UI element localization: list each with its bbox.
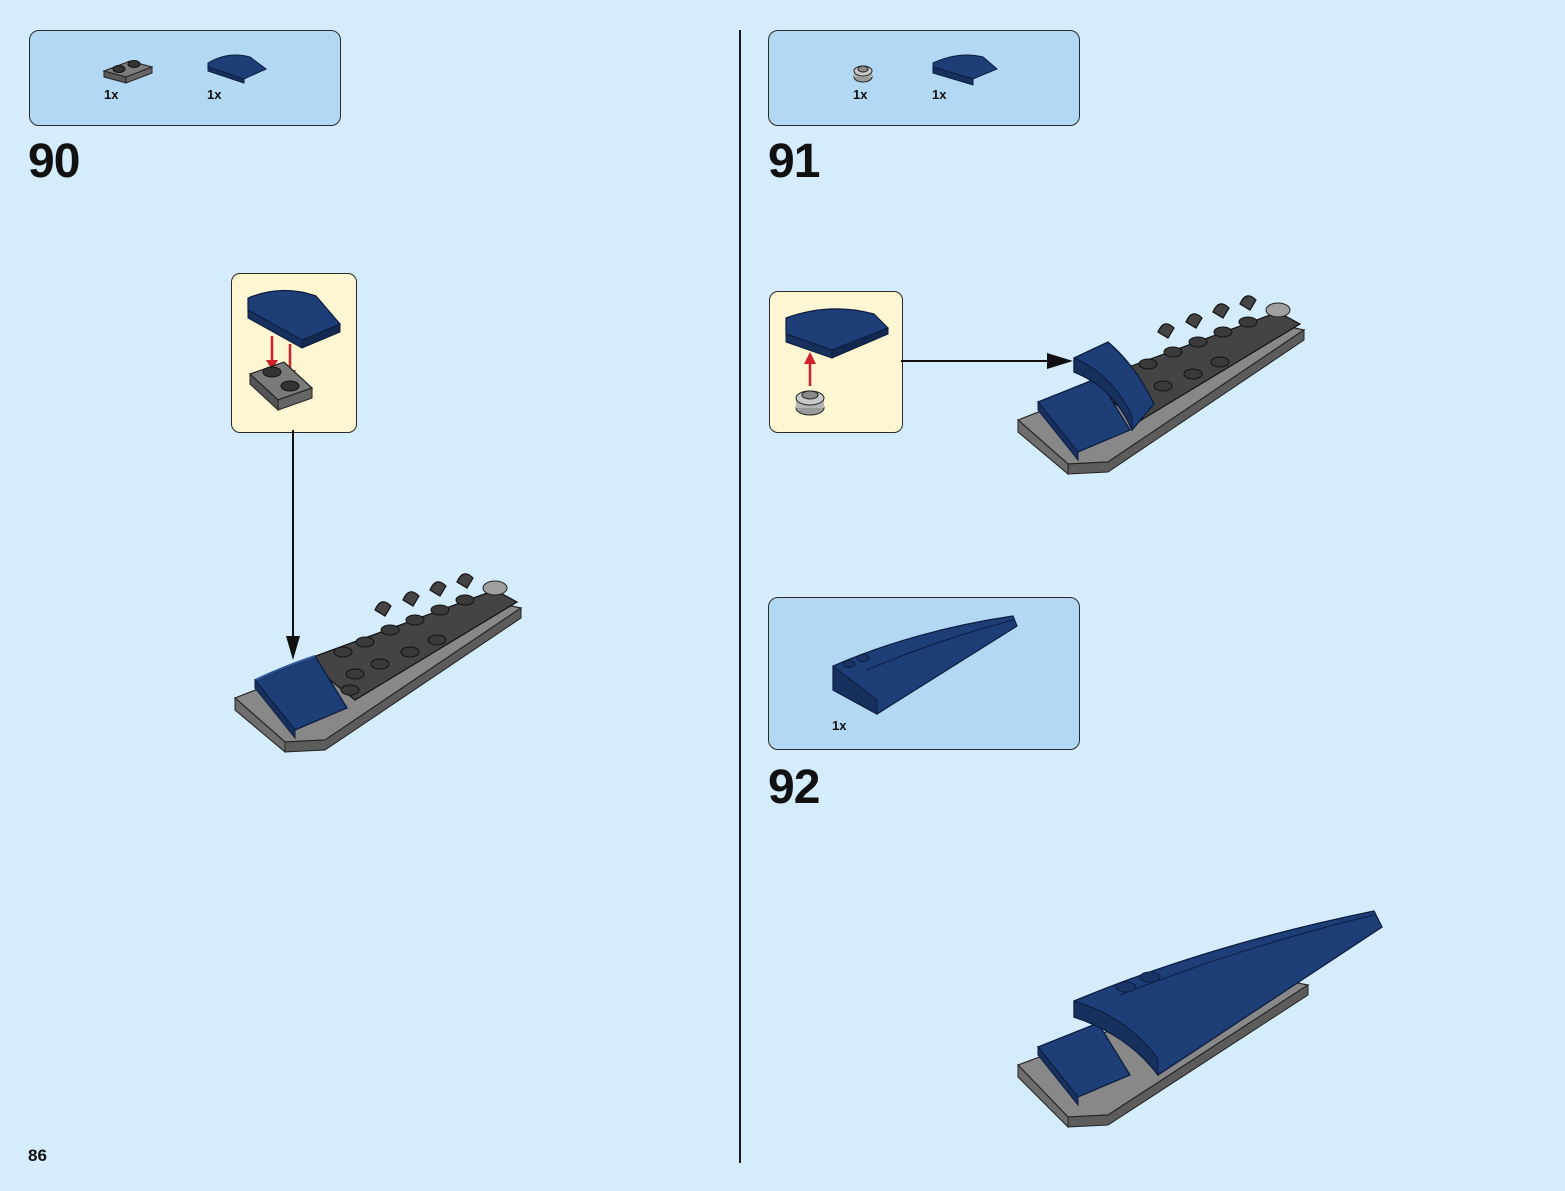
sub-assembly-callout-91 [769,291,903,433]
parts-list-step-90: 1x 1x [29,30,341,126]
parts-list-step-91: 1x 1x [768,30,1080,126]
part-quantity: 1x [207,87,222,102]
round-plate-1x1-icon [853,65,873,83]
blue-curved-slope-icon [932,54,998,86]
model-assembly-92 [1016,910,1383,1129]
parts-list-step-92: 1x [768,597,1080,750]
step-number-92: 92 [768,761,820,814]
part-quantity: 1x [104,87,119,102]
sub-assembly-callout-90 [231,273,357,433]
sub-assembly-illustration [247,289,341,412]
pointer-arrow [901,353,1073,369]
pointer-arrow [286,430,300,660]
part-quantity: 1x [832,718,847,733]
gray-plate-1x2-icon [102,60,154,84]
model-assembly-91 [1016,295,1306,476]
page-number: 86 [28,1146,47,1165]
sub-assembly-illustration [785,308,890,416]
part-quantity: 1x [932,87,947,102]
page-divider [739,30,741,1163]
blue-wing-wedge-icon [832,615,1018,715]
step-number-91: 91 [768,135,820,188]
model-assembly-90 [233,573,523,754]
blue-curved-slope-icon [207,54,267,84]
part-quantity: 1x [853,87,868,102]
step-number-90: 90 [28,135,80,188]
